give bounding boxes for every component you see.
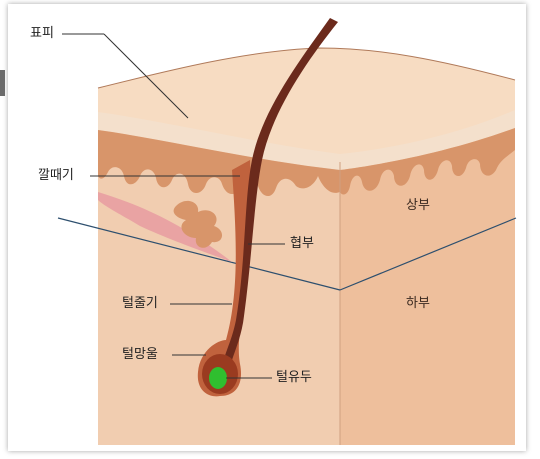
label-papilla: 털유두 (276, 370, 312, 385)
hair-shaft (224, 18, 338, 360)
epidermis-band-front (98, 112, 340, 170)
skin-front-face (98, 120, 340, 445)
label-hair-shaft: 털줄기 (122, 296, 158, 311)
dermal-ridges-front (98, 130, 340, 197)
skin-right-face (340, 118, 515, 445)
block-outline (97, 47, 516, 89)
window-edge-tab (0, 70, 5, 96)
gland-lobes (173, 200, 223, 248)
dermal-ridges-right (340, 128, 515, 195)
upper-lower-divider-right (339, 217, 517, 291)
label-epidermis: 표피 (30, 26, 54, 41)
label-lower: 하부 (406, 296, 430, 311)
upper-lower-divider-left (57, 217, 341, 291)
label-isthmus: 협부 (290, 236, 314, 251)
label-upper: 상부 (406, 198, 430, 213)
epidermis-band-right (340, 110, 515, 170)
label-infundibulum: 깔때기 (38, 168, 74, 183)
label-hair-bulb: 털망울 (122, 347, 158, 362)
dermal-papilla (209, 367, 227, 389)
